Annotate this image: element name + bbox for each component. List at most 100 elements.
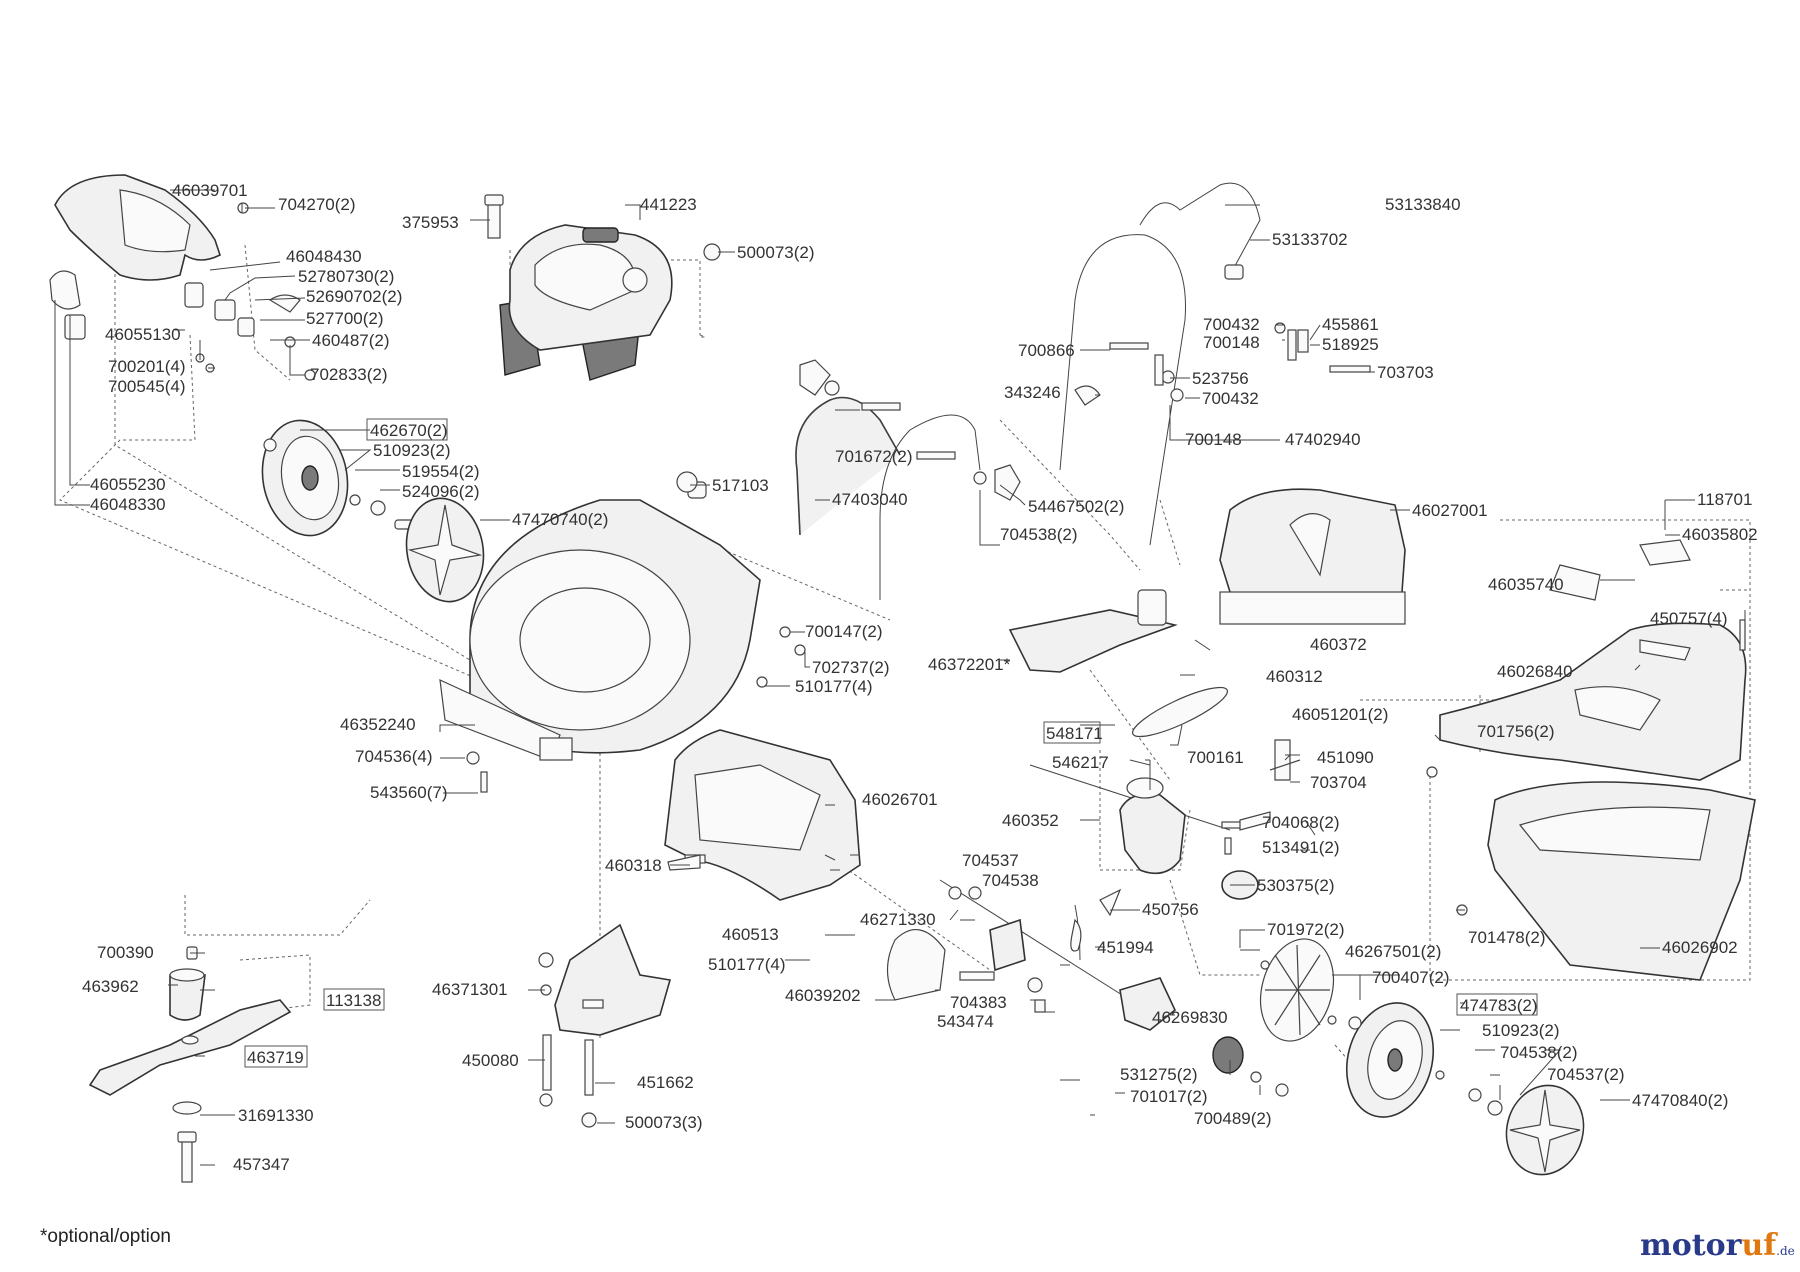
part-label: 700201(4) — [108, 357, 186, 376]
part-label: 700390 — [97, 943, 154, 962]
part-label: 46035802 — [1682, 525, 1758, 544]
chute-guard-part — [538, 923, 672, 1128]
part-label: 548171 — [1046, 724, 1103, 743]
part-label: 524096(2) — [402, 482, 480, 501]
part-label: 46027001 — [1412, 501, 1488, 520]
part-label: 46352240 — [340, 715, 416, 734]
part-label: 510177(4) — [708, 955, 786, 974]
part-label: 704538 — [982, 871, 1039, 890]
leader-lines — [54, 189, 1746, 1166]
part-label: 46035740 — [1488, 575, 1564, 594]
part-label: 513491(2) — [1262, 838, 1340, 857]
part-label: 546217 — [1052, 753, 1109, 772]
part-labels: 46039701 704270(2) 46048430 52780730(2) … — [82, 181, 1758, 1174]
part-label: 52780730(2) — [298, 267, 394, 286]
upper-handle-part — [1059, 182, 1371, 546]
part-label: 519554(2) — [402, 462, 480, 481]
rear-right-wheel-part — [1260, 938, 1585, 1176]
part-label: 700432 — [1202, 389, 1259, 408]
part-label: 700407(2) — [1372, 968, 1450, 987]
brand-logo[interactable]: motoruf.de — [1640, 1228, 1795, 1263]
blade-assembly-part — [88, 946, 292, 1183]
part-label: 700161 — [1187, 748, 1244, 767]
part-label: 54467502(2) — [1028, 497, 1124, 516]
label-frame — [1456, 993, 1538, 1016]
part-label: 46026902 — [1662, 938, 1738, 957]
part-label: 450757(4) — [1650, 609, 1728, 628]
part-label: 457347 — [233, 1155, 290, 1174]
logo-part-1: motor — [1640, 1228, 1742, 1263]
logo-part-2: uf — [1741, 1228, 1777, 1263]
part-label: 118701 — [1697, 490, 1752, 509]
part-label: 46371301 — [432, 980, 508, 999]
grass-catcher-part — [1426, 539, 1756, 981]
part-label: 701972(2) — [1267, 920, 1345, 939]
label-frame — [244, 1045, 308, 1068]
label-frame — [366, 418, 448, 441]
part-label: 53133840 — [1385, 195, 1461, 214]
part-label: 455861 — [1322, 315, 1379, 334]
part-label: 510923(2) — [373, 441, 451, 460]
part-label: 46269830 — [1152, 1008, 1228, 1027]
part-label: 31691330 — [238, 1106, 314, 1125]
part-label: 460372 — [1310, 635, 1367, 654]
part-label: 46055230 — [90, 475, 166, 494]
label-frame — [1043, 721, 1101, 744]
part-label: 474783(2) — [1460, 996, 1538, 1015]
part-label: 703703 — [1377, 363, 1434, 382]
part-label: 47402940 — [1285, 430, 1361, 449]
engine-part — [484, 194, 721, 381]
part-label: 47403040 — [832, 490, 908, 509]
part-label: 46026840 — [1497, 662, 1573, 681]
part-label: 703704 — [1310, 773, 1367, 792]
part-label: 701756(2) — [1477, 722, 1555, 741]
mulch-plug-part — [1008, 589, 1178, 673]
part-label: 700148 — [1185, 430, 1242, 449]
part-label: 450756 — [1142, 900, 1199, 919]
part-label: 704068(2) — [1262, 813, 1340, 832]
part-label: 700147(2) — [805, 622, 883, 641]
mower-deck-part — [439, 471, 806, 793]
part-label: 510177(4) — [795, 677, 873, 696]
part-label: 451662 — [637, 1073, 694, 1092]
part-label: 704536(4) — [355, 747, 433, 766]
part-label: 500073(3) — [625, 1113, 703, 1132]
part-label: 704383 — [950, 993, 1007, 1012]
part-label: 46039202 — [785, 986, 861, 1005]
part-label: 52690702(2) — [306, 287, 402, 306]
part-label: 701478(2) — [1468, 928, 1546, 947]
part-label: 451090 — [1317, 748, 1374, 767]
part-label: 518925 — [1322, 335, 1379, 354]
part-label: 500073(2) — [737, 243, 815, 262]
part-label: 46271330 — [860, 910, 936, 929]
part-label: 702737(2) — [812, 658, 890, 677]
part-label: 700148 — [1203, 333, 1260, 352]
part-label: 701017(2) — [1130, 1087, 1208, 1106]
part-label: 375953 — [402, 213, 459, 232]
part-label: 46039701 — [172, 181, 248, 200]
part-label: 47470740(2) — [512, 510, 608, 529]
part-label: 463719 — [247, 1048, 304, 1067]
part-label: 46055130 — [105, 325, 181, 344]
part-label: 46051201(2) — [1292, 705, 1388, 724]
part-label: 704538(2) — [1500, 1043, 1578, 1062]
part-label: 704270(2) — [278, 195, 356, 214]
logo-suffix: .de — [1776, 1244, 1795, 1258]
part-label: 704537 — [962, 851, 1019, 870]
part-label: 462670(2) — [370, 421, 448, 440]
part-label: 53133702 — [1272, 230, 1348, 249]
part-label: 704537(2) — [1547, 1065, 1625, 1084]
part-label: 441223 — [640, 195, 697, 214]
part-label: 530375(2) — [1257, 876, 1335, 895]
part-label: 450080 — [462, 1051, 519, 1070]
part-label: 46267501(2) — [1345, 942, 1441, 961]
part-label: 463962 — [82, 977, 139, 996]
part-label: 531275(2) — [1120, 1065, 1198, 1084]
label-frame — [323, 988, 385, 1011]
part-label: 510923(2) — [1482, 1021, 1560, 1040]
part-label: 700866 — [1018, 341, 1075, 360]
part-label: 700489(2) — [1194, 1109, 1272, 1128]
part-label: 451994 — [1097, 938, 1154, 957]
part-label: 543560(7) — [370, 783, 448, 802]
